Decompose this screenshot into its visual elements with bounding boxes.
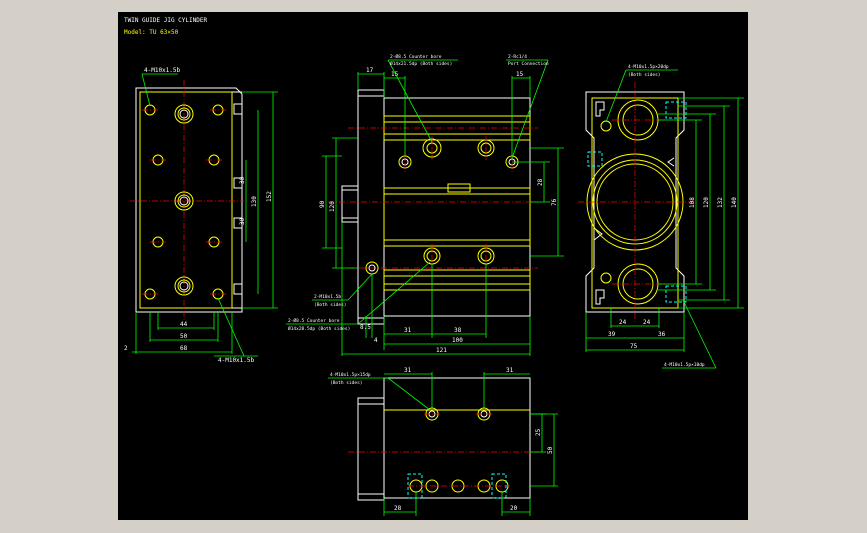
right-dim-36: 36 [658, 331, 666, 338]
right-dim-120: 120 [703, 197, 710, 208]
center-callout-counter2-sub: Ø14x28.5dp (Both sides) [288, 325, 350, 332]
left-dim-30a: 30 [239, 176, 246, 184]
cad-drawing: .w{stroke:#fff;fill:none;stroke-width:1}… [124, 17, 744, 516]
left-dim-152: 152 [266, 191, 273, 202]
center-dim-4: 4 [374, 337, 378, 344]
left-dim-44: 44 [180, 321, 188, 328]
right-view: 140 132 120 108 24 24 39 36 75 4-M10x1.5… [578, 64, 744, 369]
right-dim-108: 108 [689, 197, 696, 208]
drawing-model: Model: TU 63×50 [124, 29, 179, 36]
center-view-holes [365, 138, 519, 275]
bottom-callout-sub: (Both sides) [330, 380, 363, 386]
drawing-title: TWIN GUIDE JIG CYLINDER [124, 17, 207, 24]
center-callout-port: 2-Rc1/4 [508, 54, 527, 60]
center-callout-tap: 2-M10x1.5b [314, 294, 341, 300]
center-callout-counter: 2-Ø8.5 Counter bore [390, 53, 442, 60]
left-dim-30b: 30 [239, 217, 246, 225]
left-dim-2: 2 [124, 345, 128, 352]
bottom-view-holes [409, 407, 509, 493]
center-dim-76: 76 [551, 198, 558, 206]
center-dim-8-5: 8.5 [360, 324, 371, 331]
left-callout-top: 4-M10x1.5b [144, 67, 181, 74]
center-dim-121: 121 [436, 347, 447, 354]
right-callout-bottom: 4-M10x1.5p×10dp [664, 362, 705, 368]
left-dim-68: 68 [180, 345, 188, 352]
bottom-view: 31 31 25 50 28 20 4-M10x1.5p×15dp (Both … [328, 367, 558, 516]
center-dim-17: 17 [366, 67, 374, 74]
right-callout-top-sub: (Both sides) [628, 72, 661, 78]
right-dim-132: 132 [717, 197, 724, 208]
right-dim-24b: 24 [643, 319, 651, 326]
left-dim-50: 50 [180, 333, 188, 340]
bottom-dim-25: 25 [535, 428, 542, 436]
center-callout-counter-sub: Ø14x21.5dp (Both sides) [390, 60, 452, 67]
center-callout-port-sub: Port Connection [508, 61, 549, 67]
left-view-holes [144, 104, 224, 300]
bottom-dim-20: 20 [510, 505, 518, 512]
left-callout-bottom: 4-M10x1.5b [218, 357, 255, 364]
center-dim-120: 120 [329, 201, 336, 212]
center-dim-100: 100 [452, 337, 463, 344]
bottom-dim-28: 28 [394, 505, 402, 512]
center-dim-31: 31 [404, 327, 412, 334]
center-dim-28: 28 [537, 178, 544, 186]
right-dim-140: 140 [731, 197, 738, 208]
left-view: 152 130 30 30 44 50 68 2 4-M10x1.5b 4-M1… [124, 67, 278, 364]
right-dim-75: 75 [630, 343, 638, 350]
center-callout-tap-sub: (Both sides) [314, 302, 347, 308]
bottom-dim-50: 50 [547, 446, 554, 454]
left-dim-130: 130 [251, 196, 258, 207]
bottom-dim-31a: 31 [404, 367, 412, 374]
bottom-dim-31b: 31 [506, 367, 514, 374]
drawing-sheet: .w{stroke:#fff;fill:none;stroke-width:1}… [118, 12, 748, 520]
right-dim-24a: 24 [619, 319, 627, 326]
center-view: 17 15 15 120 90 28 76 8.5 31 38 100 4 12… [286, 53, 564, 356]
right-callout-top: 4-M10x1.5p×20dp [628, 64, 669, 70]
center-dim-15a: 15 [391, 71, 399, 78]
bottom-callout: 4-M10x1.5p×15dp [330, 372, 371, 378]
center-dim-90: 90 [319, 200, 326, 208]
center-callout-counter2: 2-Ø8.5 Counter bore [288, 317, 340, 324]
right-dim-39: 39 [608, 331, 616, 338]
center-dim-15b: 15 [516, 71, 524, 78]
center-dim-38: 38 [454, 327, 462, 334]
